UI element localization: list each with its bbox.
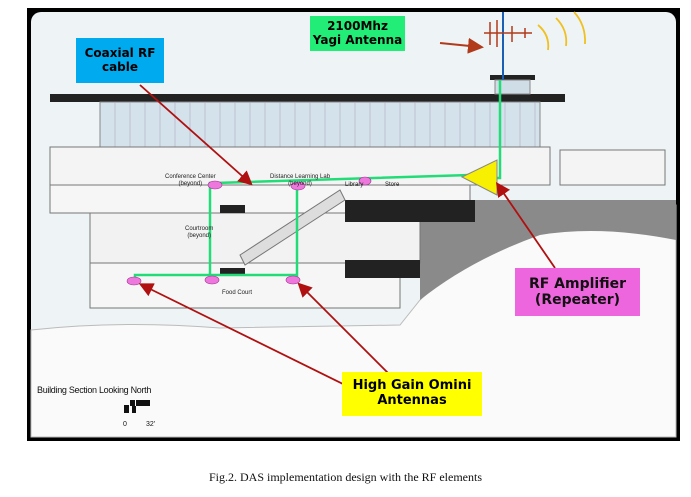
scale-bar (124, 400, 150, 413)
signal-waves-icon (537, 11, 586, 51)
slab (345, 200, 475, 222)
scale-max: 32' (146, 421, 156, 428)
section-title: Building Section Looking North (37, 385, 152, 395)
stairs (239, 189, 346, 266)
omni-antennas (126, 176, 372, 286)
glass-facade (99, 101, 541, 148)
yagi-antenna-icon (484, 20, 532, 47)
omni-antenna-icon (358, 176, 372, 186)
room-courtroom: Courtroom (beyond) (185, 226, 214, 239)
yagi-arrow (439, 37, 484, 54)
room-food-court: Food Court (222, 290, 253, 296)
room-conference: Conference Center (beyond) (165, 174, 216, 187)
omni-antenna-icon (204, 275, 220, 285)
mullions (114, 102, 536, 147)
yagi-antenna-label: 2100Mhz Yagi Antenna (310, 16, 405, 51)
hillside (420, 200, 676, 300)
coaxial-cable-label: Coaxial RF cable (76, 38, 164, 83)
planter2 (220, 268, 245, 276)
roof (50, 94, 565, 102)
tower (494, 79, 531, 95)
rf-amplifier-icon (460, 159, 498, 196)
omni-antennas-label: High Gain Omini Antennas (342, 372, 482, 416)
scale-zero: 0 (123, 421, 127, 428)
omni-antenna-icon (207, 180, 223, 190)
figure-caption: Fig.2. DAS implementation design with th… (209, 470, 482, 484)
slab-lower (345, 260, 420, 278)
room-store: Store (385, 182, 400, 188)
omni-antenna-icon (126, 276, 142, 286)
room-library: Library (345, 182, 364, 188)
wing (559, 149, 666, 186)
arrows (138, 84, 556, 386)
planter (220, 205, 245, 213)
room-distance-learning: Distance Learning Lab (beyond) (270, 174, 331, 187)
omni-antenna-icon (290, 181, 306, 191)
omni-antenna-icon (285, 275, 301, 285)
rf-amplifier-label: RF Amplifier (Repeater) (515, 268, 640, 316)
tower-roof (490, 75, 535, 80)
